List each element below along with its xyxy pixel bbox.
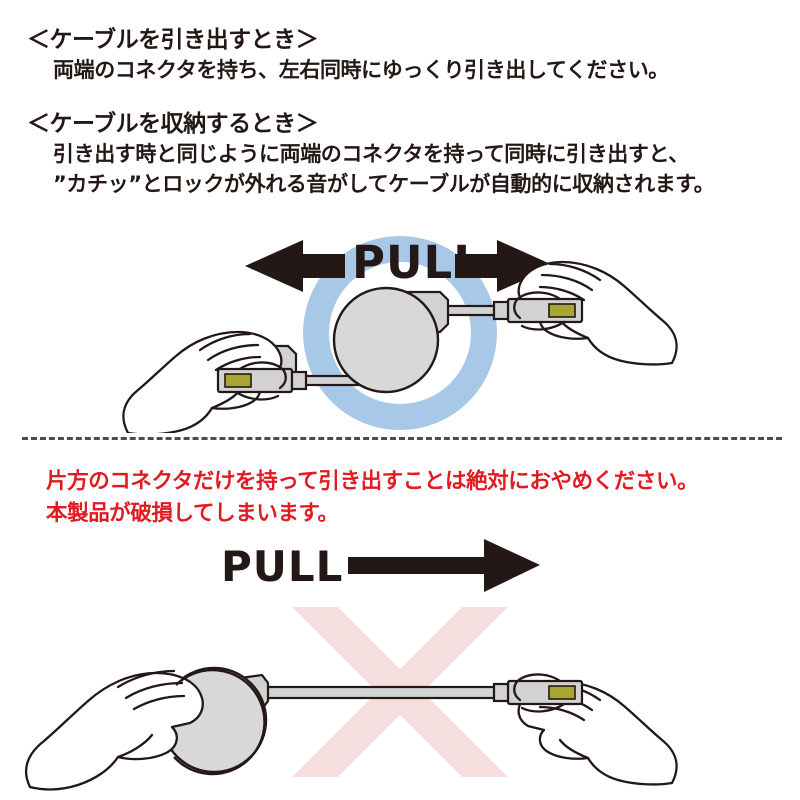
left-hand-holding-reel: [25, 669, 204, 791]
arrow-right-single-icon: [348, 539, 540, 592]
arrow-left-icon: [245, 240, 345, 292]
section-retract: ＜ケーブルを収納するとき＞ 引き出す時と同じように両端のコネクタを持って同時に引…: [0, 110, 800, 200]
warning-line-1: 片方のコネクタだけを持って引き出すことは絶対におやめください。: [46, 469, 699, 494]
left-hand-holding-connector: [122, 330, 283, 433]
illustration-correct-usage: [0, 228, 800, 433]
connector-left: [216, 367, 308, 394]
connector-right: [492, 679, 584, 706]
section-warning: 片方のコネクタだけを持って引き出すことは絶対におやめください。 本製品が破損して…: [0, 466, 800, 531]
arrow-right-icon: [455, 240, 555, 292]
pull-label-wrong: PULL: [221, 542, 344, 591]
section-pull-out: ＜ケーブルを引き出すとき＞ 両端のコネクタを持ち、左右同時にゆっくり引き出してく…: [0, 26, 800, 85]
section-divider: [22, 437, 782, 440]
body-retract-line-2: ”カチッ”とロックが外れる音がしてケーブルが自動的に収納されます。: [53, 172, 715, 197]
connector-right: [492, 297, 584, 324]
heading-retract: ＜ケーブルを収納するとき＞: [27, 111, 319, 137]
right-hand-fingers-over: [513, 673, 566, 713]
reel-front-arc: [173, 668, 266, 776]
pull-label-correct: PULL: [352, 236, 483, 289]
right-hand-fingers-over: [513, 291, 566, 331]
left-hand-fingers-over: [234, 361, 287, 401]
heading-pull-out: ＜ケーブルを引き出すとき＞: [27, 27, 319, 53]
warning-line-2: 本製品が破損してしまいます。: [46, 501, 339, 527]
body-pull-out-line-1: 両端のコネクタを持ち、左右同時にゆっくり引き出してください。: [53, 57, 669, 82]
highlight-ring: [303, 236, 497, 430]
body-retract-line-1: 引き出す時と同じように両端のコネクタを持って同時に引き出すと、: [53, 141, 689, 166]
illustration-wrong-usage: [0, 535, 800, 797]
